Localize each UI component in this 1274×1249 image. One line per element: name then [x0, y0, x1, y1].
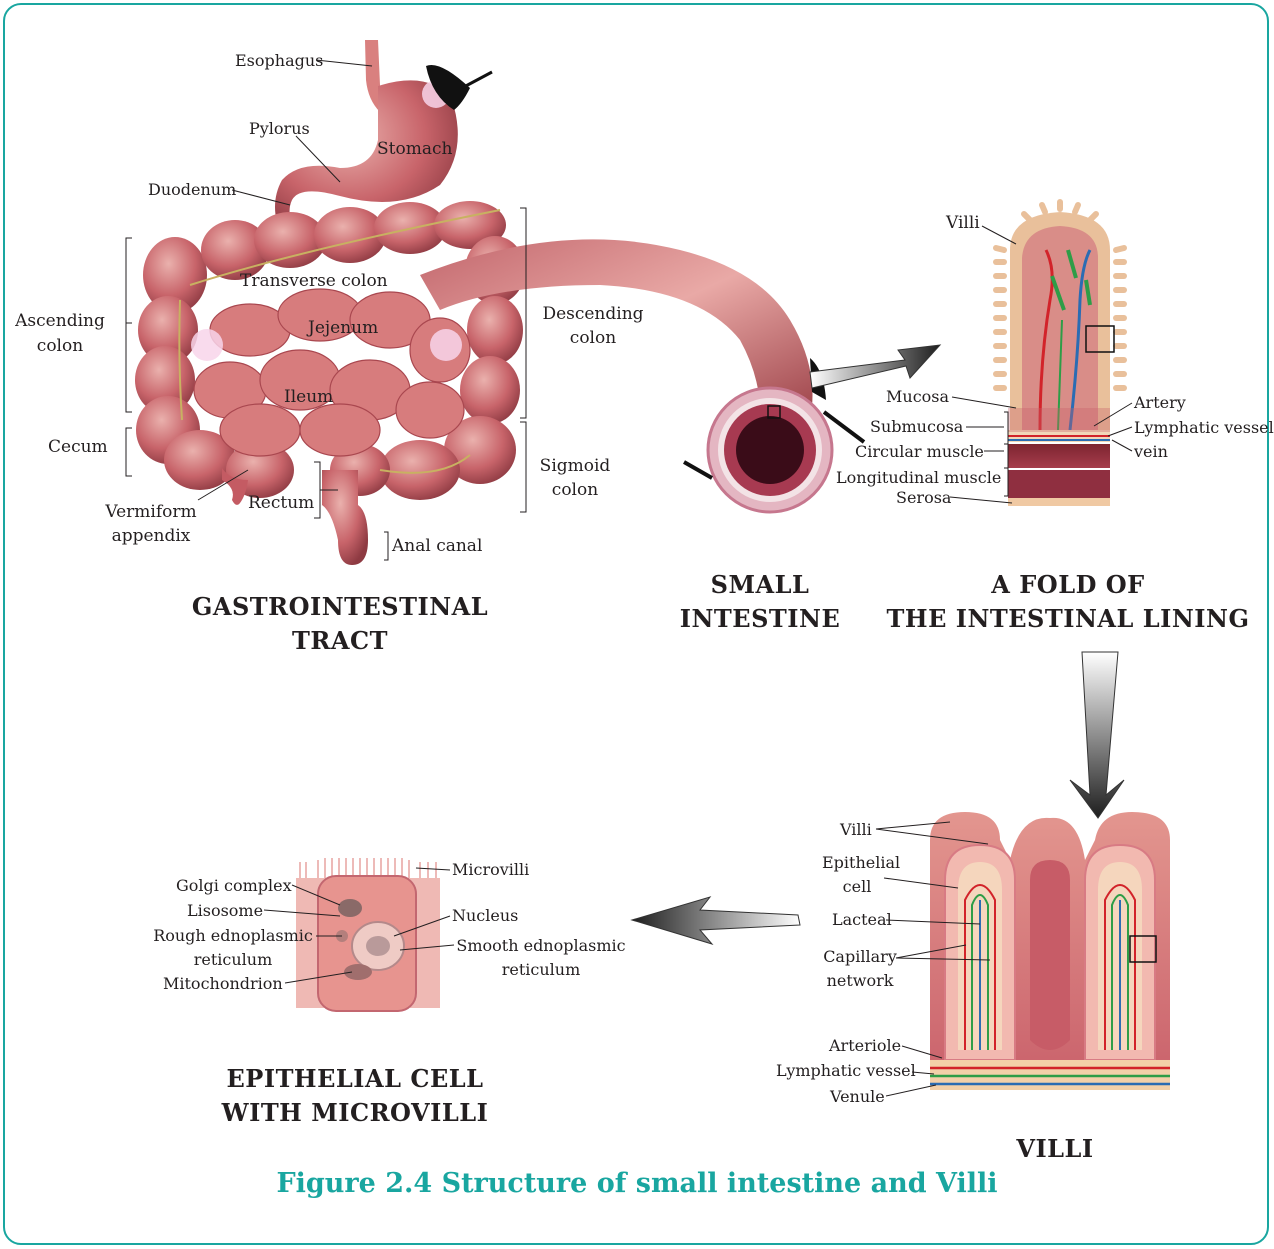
label-rough-er-1: Rough ednoplasmic [150, 926, 316, 945]
label-capillary-network-1: Capillary [818, 947, 902, 966]
label-rough-er-2: reticulum [150, 950, 316, 969]
title-small-intestine-line1: SMALL [670, 568, 850, 602]
label-artery: Artery [1134, 393, 1186, 412]
label-smooth-er-2: reticulum [450, 960, 632, 979]
label-descending-colon-2: colon [536, 329, 650, 348]
gi-tract-drawing [135, 40, 525, 565]
label-stomach: Stomach [377, 140, 452, 159]
small-intestine-coils [194, 289, 470, 456]
label-ascending-colon-1: Ascending [10, 312, 110, 331]
label-epithelial-cell-2: cell [822, 877, 892, 896]
label-sigmoid-colon-2: colon [530, 481, 620, 500]
title-gi-tract: GASTROINTESTINAL TRACT [170, 590, 510, 658]
label-longitudinal-muscle: Longitudinal muscle [836, 468, 1001, 487]
label-villi-lymphatic-vessel: Lymphatic vessel [776, 1061, 916, 1080]
arrow-to-cell [632, 897, 800, 944]
label-epithelial-cell-1: Epithelial [822, 853, 892, 872]
label-mitochondrion: Mitochondrion [163, 974, 283, 993]
label-fold-lymphatic-vessel: Lymphatic vessel [1134, 418, 1274, 437]
label-microvilli: Microvilli [452, 860, 529, 879]
label-sigmoid-colon-1: Sigmoid [530, 457, 620, 476]
figure-caption: Figure 2.4 Structure of small intestine … [0, 1168, 1274, 1199]
title-villi: VILLI [990, 1132, 1120, 1166]
label-jejenum: Jejenum [308, 319, 378, 338]
title-small-intestine-line2: INTESTINE [670, 602, 850, 636]
title-small-intestine: SMALL INTESTINE [670, 568, 850, 636]
title-fold-line1: A FOLD OF [870, 568, 1266, 602]
title-fold-line2: THE INTESTINAL LINING [870, 602, 1266, 636]
villi-drawing [930, 812, 1170, 1090]
title-epithelial-line1: EPITHELIAL CELL [180, 1062, 530, 1096]
label-cecum: Cecum [48, 438, 108, 457]
label-transverse-colon: Transverse colon [240, 272, 388, 291]
label-villi: Villi [840, 820, 872, 839]
label-mucosa: Mucosa [886, 387, 949, 406]
label-venule: Venule [830, 1087, 885, 1106]
arrow-to-fold [810, 345, 940, 388]
title-gi-tract-line1: GASTROINTESTINAL [170, 590, 510, 624]
label-vein: vein [1134, 442, 1168, 461]
label-lacteal: Lacteal [832, 910, 892, 929]
label-ascending-colon-2: colon [10, 337, 110, 356]
label-rectum: Rectum [248, 494, 314, 513]
epithelial-drawing [296, 858, 440, 1011]
label-duodenum: Duodenum [148, 180, 236, 199]
label-serosa: Serosa [896, 488, 951, 507]
title-epithelial-line2: WITH MICROVILLI [180, 1096, 530, 1130]
title-epithelial-cell: EPITHELIAL CELL WITH MICROVILLI [180, 1062, 530, 1130]
label-submucosa: Submucosa [870, 417, 963, 436]
label-capillary-network-2: network [818, 971, 902, 990]
label-vermiform-2: appendix [96, 527, 206, 546]
label-golgi-complex: Golgi complex [176, 876, 292, 895]
label-anal-canal: Anal canal [392, 537, 482, 556]
label-pylorus: Pylorus [249, 119, 310, 138]
label-esophagus: Esophagus [235, 51, 323, 70]
title-fold: A FOLD OF THE INTESTINAL LINING [870, 568, 1266, 636]
label-nucleus: Nucleus [452, 906, 518, 925]
title-gi-tract-line2: TRACT [170, 624, 510, 658]
label-lisosome: Lisosome [187, 901, 263, 920]
arrow-to-villi [1070, 652, 1124, 818]
label-fold-villi: Villi [946, 214, 980, 233]
label-ileum: Ileum [284, 388, 333, 407]
label-arteriole: Arteriole [829, 1036, 901, 1055]
label-circular-muscle: Circular muscle [855, 442, 984, 461]
label-smooth-er-1: Smooth ednoplasmic [450, 936, 632, 955]
fold-drawing [996, 202, 1124, 506]
label-vermiform-1: Vermiform [96, 503, 206, 522]
label-descending-colon-1: Descending [536, 305, 650, 324]
